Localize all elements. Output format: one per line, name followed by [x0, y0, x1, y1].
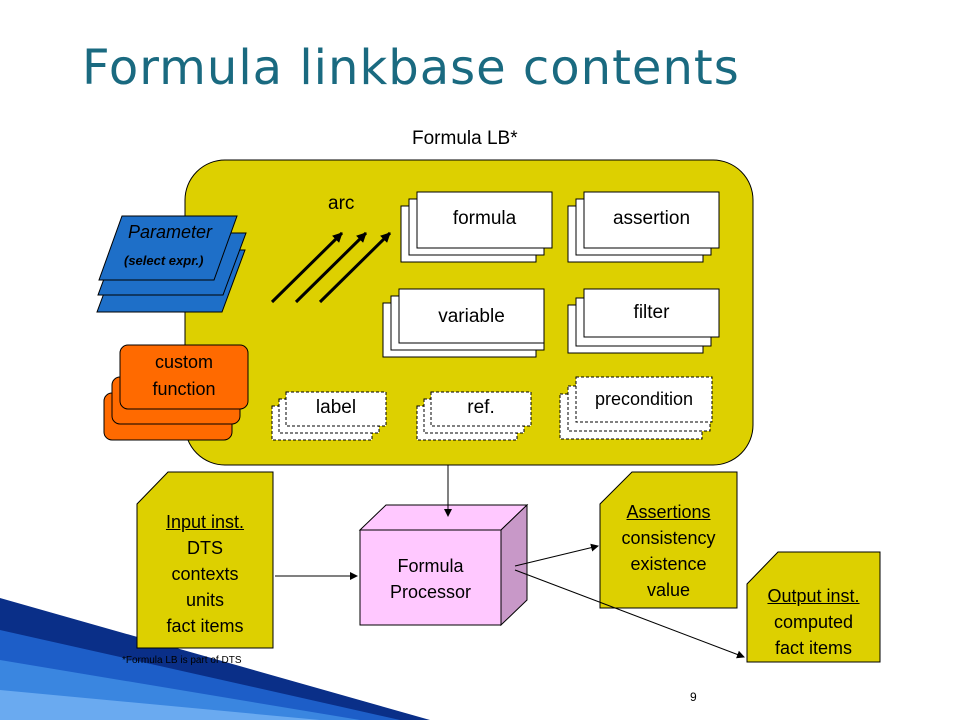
flow-arrows	[275, 465, 745, 659]
parameter-expr-label: (select expr.)	[124, 253, 204, 268]
output-instance-note	[746, 551, 881, 663]
assertions-line-2: existence	[630, 554, 707, 574]
variable-stack	[382, 288, 545, 358]
input-line-0: Input inst.	[165, 512, 245, 532]
label-box-label: label	[315, 397, 357, 418]
page-number: 9	[690, 690, 697, 704]
formula-box-label: formula	[452, 208, 517, 229]
label-stack	[271, 391, 387, 441]
footnote: *Formula LB is part of DTS	[122, 655, 242, 666]
output-line-1: computed	[773, 612, 854, 632]
input-line-1: DTS	[187, 538, 223, 558]
parameter-label: Parameter	[128, 222, 213, 242]
ref-box-label: ref.	[467, 397, 495, 418]
assertions-note	[599, 471, 738, 609]
assertion-stack	[567, 191, 720, 263]
assertions-line-1: consistency	[621, 528, 716, 548]
input-line-4: fact items	[166, 616, 244, 636]
variable-box-label: variable	[438, 306, 505, 327]
custom-function-line2: function	[152, 379, 216, 399]
arc-label: arc	[328, 193, 355, 214]
assertions-line-0: Assertions	[626, 502, 711, 522]
filter-box-label: filter	[633, 302, 670, 323]
custom-function-stack	[103, 344, 249, 441]
processor-line1: Formula	[397, 556, 464, 576]
filter-stack	[567, 288, 720, 354]
arc-arrows	[270, 231, 392, 304]
output-line-0: Output inst.	[767, 586, 860, 606]
assertion-box-label: assertion	[612, 208, 691, 229]
processor-line2: Processor	[389, 582, 472, 602]
custom-function-line1: custom	[154, 352, 214, 372]
ref-stack	[416, 391, 532, 441]
precondition-box-label: precondition	[594, 389, 694, 409]
formula-processor-box	[358, 503, 529, 627]
precondition-stack	[559, 376, 713, 440]
custom-function-label: custom function	[120, 349, 248, 403]
assertions-text: Assertions consistency existence value	[600, 499, 737, 603]
output-line-2: fact items	[774, 638, 853, 658]
formula-lb-label: Formula LB*	[412, 128, 518, 149]
formula-stack	[400, 191, 553, 263]
page-title: Formula linkbase contents	[82, 40, 740, 96]
decorative-swoosh	[0, 598, 430, 720]
assertions-line-3: value	[646, 580, 691, 600]
input-instance-note	[136, 471, 274, 649]
output-instance-text: Output inst. computed fact items	[747, 583, 880, 661]
parameter-stack	[96, 215, 247, 313]
processor-text: Formula Processor	[360, 553, 501, 605]
input-instance-text: Input inst. DTS contexts units fact item…	[137, 509, 273, 639]
input-line-3: units	[185, 590, 225, 610]
input-line-2: contexts	[171, 564, 239, 584]
